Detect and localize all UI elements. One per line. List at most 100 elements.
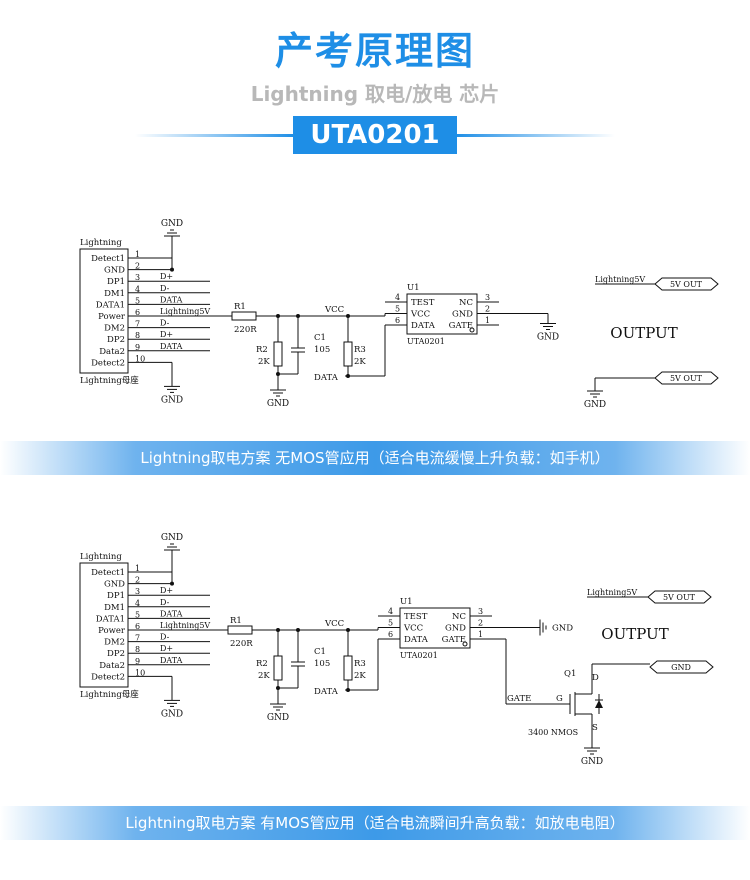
lightning-connector: [79, 248, 129, 374]
u1-pin-number-5: 5: [388, 619, 393, 628]
gnd-symbol-top-label: GND: [161, 533, 183, 543]
net-label-lightning5v: Lightning5V: [160, 307, 210, 316]
gnd-symbol-r2-label: GND: [267, 713, 289, 723]
u1-pin-name-gnd: GND: [452, 310, 473, 320]
pin-number-8: 8: [135, 645, 140, 654]
r3-ref: R3: [354, 345, 366, 355]
pin-number-5: 5: [135, 296, 140, 305]
pin-label-1: Detect1: [91, 254, 125, 264]
net-label-lightning5v: Lightning5V: [160, 621, 210, 630]
u1-pin-number-1: 1: [485, 316, 490, 325]
page-title: 产考原理图: [274, 29, 475, 73]
pin-number-10: 10: [135, 354, 145, 363]
r1-ref: R1: [234, 302, 246, 312]
u1-pin-number-3: 3: [485, 293, 490, 302]
u1-pin-name-gnd: GND: [445, 624, 466, 634]
pin-label-8: DP2: [107, 335, 125, 345]
lightning-connector: [79, 562, 129, 688]
pin-number-7: 7: [135, 634, 140, 643]
net-label-4: D-: [160, 284, 170, 293]
junction-dot: [276, 372, 280, 376]
connector-name: Lightning: [80, 238, 122, 248]
output-5v-tag: [654, 277, 719, 291]
pin-number-9: 9: [135, 657, 140, 666]
pin-label-3: DP1: [107, 277, 125, 287]
r3-value: 2K: [354, 357, 366, 367]
pin-label-7: DM2: [104, 638, 125, 648]
pin-label-4: DM1: [104, 289, 125, 299]
r3-ref: R3: [354, 659, 366, 669]
net-label-7: D-: [160, 633, 170, 642]
u1-pin-name-nc: NC: [459, 298, 473, 308]
net-label-3: D+: [160, 586, 173, 595]
junction-dot: [170, 581, 174, 586]
net-label-7: D-: [160, 319, 170, 328]
r2-ref: R2: [256, 659, 268, 669]
q1-source-letter: S: [592, 723, 598, 733]
q1-drain-letter: D: [592, 673, 599, 683]
u1-pin-number-6: 6: [395, 316, 400, 325]
r2-ref: R2: [256, 345, 268, 355]
pin-number-8: 8: [135, 331, 140, 340]
resistor-r3: [343, 341, 353, 367]
gnd-symbol-top-label: GND: [161, 219, 183, 229]
output-5v-tag-label: 5V OUT: [670, 280, 703, 289]
pin-number-3: 3: [135, 587, 140, 596]
chip-name-badge: UTA0201: [293, 116, 457, 154]
page-subtitle: Lightning 取电/放电 芯片: [250, 82, 500, 106]
pin-number-7: 7: [135, 320, 140, 329]
pin-number-1: 1: [135, 250, 140, 259]
u1-pin-name-gate: GATE: [442, 635, 466, 645]
connector-footer: Lightning母座: [80, 689, 139, 700]
pin-label-2: GND: [104, 580, 125, 590]
c1-ref: C1: [314, 647, 326, 657]
pin-number-5: 5: [135, 610, 140, 619]
q1-ref: Q1: [564, 669, 576, 679]
net-label-8: D+: [160, 330, 173, 339]
pin-label-3: DP1: [107, 591, 125, 601]
u1-pin-number-6: 6: [388, 630, 393, 639]
chip-u1: [399, 607, 471, 649]
net-label-vcc: VCC: [324, 619, 344, 629]
r2-value: 2K: [258, 671, 270, 681]
junction-dot: [346, 374, 350, 378]
output-gnd-tag: [649, 660, 714, 674]
net-label-output-5v: Lightning5V: [595, 275, 645, 284]
output-5v-tag: [647, 590, 712, 604]
net-label-vcc: VCC: [324, 305, 344, 315]
pin-label-6: Power: [98, 626, 126, 636]
gnd-symbol-bottom-label: GND: [161, 709, 183, 719]
pin-label-9: Data2: [99, 661, 125, 671]
c1-value: 105: [314, 659, 330, 669]
output-gnd-tag: [654, 371, 719, 385]
pin-label-9: Data2: [99, 347, 125, 357]
chip-pin1-marker: [462, 641, 468, 647]
u1-pin-number-1: 1: [478, 630, 483, 639]
connector-footer: Lightning母座: [80, 375, 139, 386]
pin-label-8: DP2: [107, 649, 125, 659]
pin-label-4: DM1: [104, 603, 125, 613]
u1-pin-number-5: 5: [395, 305, 400, 314]
u1-pin-name-data: DATA: [411, 321, 436, 331]
net-label-data: DATA: [314, 373, 339, 383]
u1-pin-name-nc: NC: [452, 612, 466, 622]
r1-value: 220R: [230, 639, 253, 649]
q1-gate-letter: G: [556, 694, 563, 704]
net-label-gnd-sideways: GND: [552, 624, 573, 634]
u1-part: UTA0201: [407, 337, 445, 346]
gnd-symbol-u1-label: GND: [537, 333, 559, 343]
pin-label-10: Detect2: [91, 672, 125, 682]
u1-pin-name-test: TEST: [404, 612, 428, 622]
net-label-data: DATA: [314, 687, 339, 697]
pin-number-2: 2: [135, 262, 140, 271]
u1-pin-name-data: DATA: [404, 635, 429, 645]
pin-number-9: 9: [135, 343, 140, 352]
pin-number-3: 3: [135, 273, 140, 282]
net-label-3: D+: [160, 272, 173, 281]
resistor-r1: [231, 311, 257, 321]
pin-label-7: DM2: [104, 324, 125, 334]
u1-pin-name-test: TEST: [411, 298, 435, 308]
u1-pin-number-3: 3: [478, 607, 483, 616]
gnd-symbol-output-label: GND: [584, 400, 606, 410]
